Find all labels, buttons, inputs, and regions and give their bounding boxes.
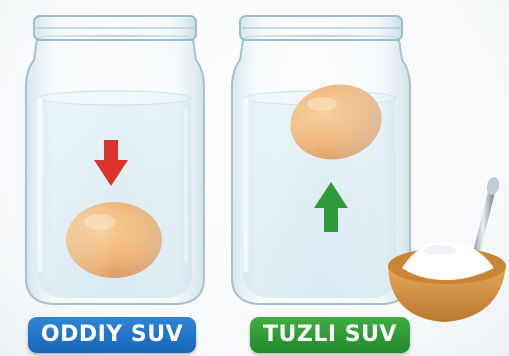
plain-water-label: ODDIY SUV	[28, 317, 196, 353]
spoon-icon	[474, 176, 501, 262]
right-jar	[232, 16, 410, 304]
salt-water-label: TUZLI SUV	[250, 317, 410, 353]
left-jar	[26, 16, 204, 304]
